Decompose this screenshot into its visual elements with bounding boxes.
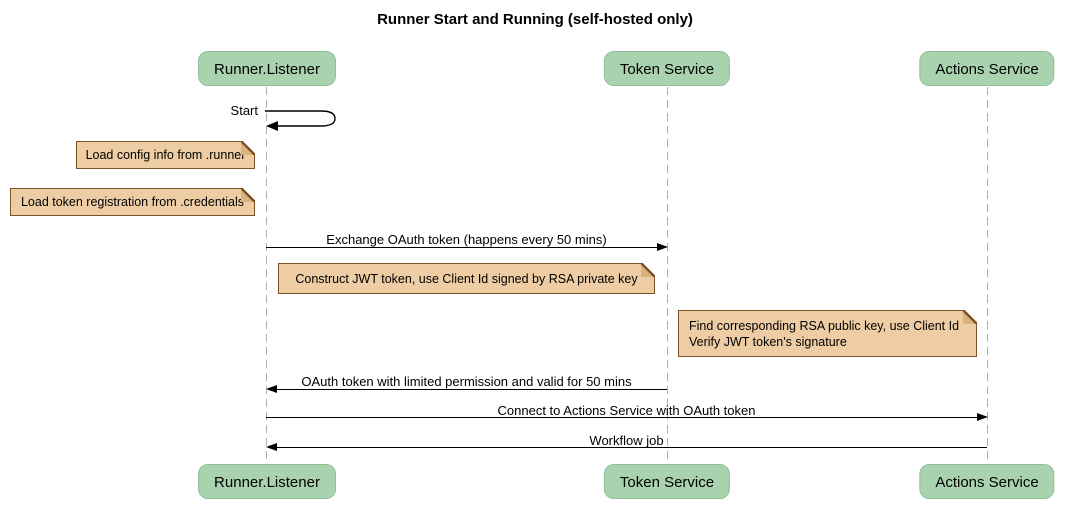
note-text: Load config info from .runner bbox=[85, 148, 246, 162]
diagram-title: Runner Start and Running (self-hosted on… bbox=[377, 11, 693, 28]
arrowhead-left-icon bbox=[266, 385, 277, 393]
note-load-config: Load config info from .runner bbox=[76, 141, 255, 169]
arrowhead-right-icon bbox=[977, 413, 988, 421]
participant-actions-service-top: Actions Service bbox=[919, 51, 1055, 86]
participant-token-service-bottom: Token Service bbox=[603, 464, 731, 499]
note-fold-icon bbox=[641, 263, 655, 277]
note-construct-jwt: Construct JWT token, use Client Id signe… bbox=[278, 263, 655, 294]
lifeline-runner-listener bbox=[266, 87, 267, 464]
arrowhead-right-icon bbox=[657, 243, 668, 251]
participant-runner-listener-bottom: Runner.Listener bbox=[198, 464, 336, 499]
note-text-line: Find corresponding RSA public key, use C… bbox=[689, 318, 960, 333]
message-start-label: Start bbox=[230, 103, 258, 118]
participant-token-service-top: Token Service bbox=[603, 51, 731, 86]
note-fold-icon bbox=[963, 310, 977, 324]
arrowhead-left-icon bbox=[266, 443, 277, 451]
note-fold-icon bbox=[241, 141, 255, 155]
note-text: Construct JWT token, use Client Id signe… bbox=[295, 271, 638, 286]
note-fold-icon bbox=[241, 188, 255, 202]
lifeline-token-service bbox=[667, 87, 668, 464]
note-load-token-registration: Load token registration from .credential… bbox=[10, 188, 255, 216]
message-exchange-oauth-label: Exchange OAuth token (happens every 50 m… bbox=[326, 232, 607, 247]
note-text: Load token registration from .credential… bbox=[20, 195, 245, 209]
message-connect-actions-label: Connect to Actions Service with OAuth to… bbox=[497, 403, 756, 418]
message-connect-actions-line bbox=[266, 417, 977, 419]
message-workflow-job-label: Workflow job bbox=[589, 433, 664, 448]
note-text-line: Verify JWT token's signature bbox=[689, 334, 847, 349]
message-exchange-oauth-line bbox=[266, 247, 658, 249]
participant-runner-listener-top: Runner.Listener bbox=[198, 51, 336, 86]
message-oauth-token-label: OAuth token with limited permission and … bbox=[301, 374, 632, 389]
message-oauth-token-line bbox=[277, 389, 667, 391]
note-verify-jwt: Find corresponding RSA public key, use C… bbox=[678, 310, 977, 357]
participant-actions-service-bottom: Actions Service bbox=[919, 464, 1055, 499]
self-message-arrow-icon bbox=[265, 110, 336, 131]
message-workflow-job-line bbox=[277, 447, 987, 449]
lifeline-actions-service bbox=[987, 87, 988, 464]
